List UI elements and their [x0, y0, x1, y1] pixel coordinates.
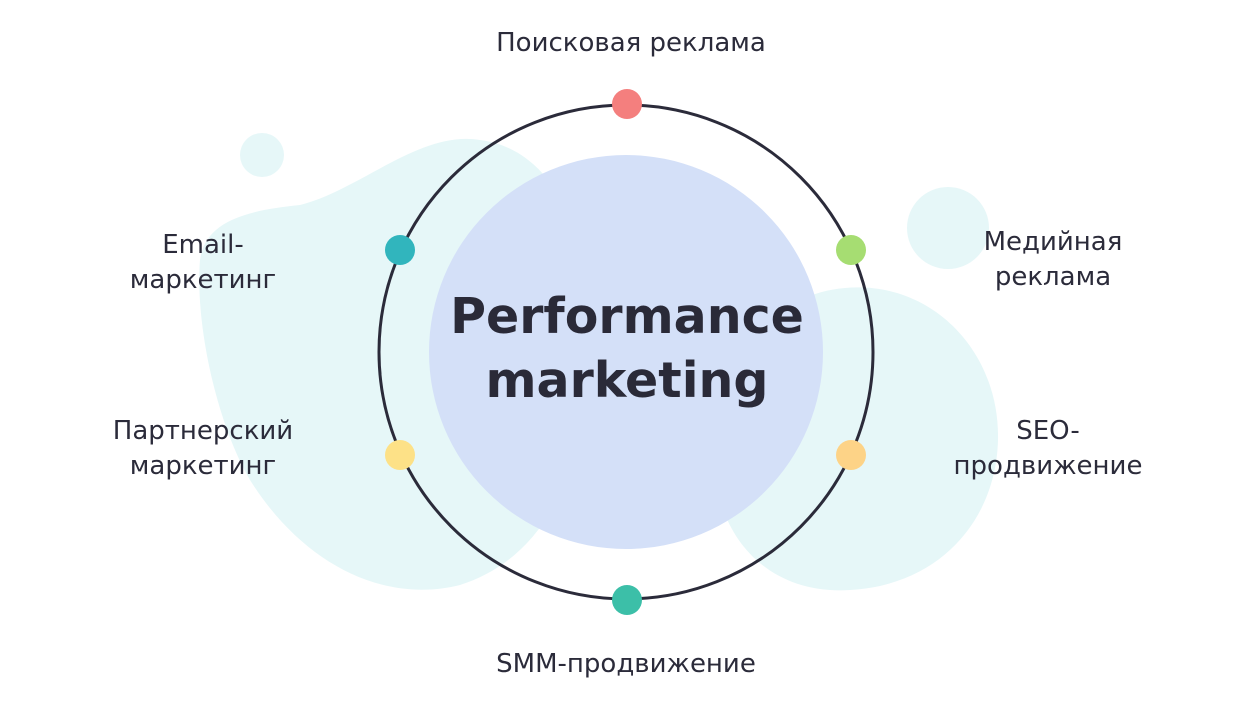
node-media — [836, 235, 866, 265]
background-bubble-right — [907, 187, 989, 269]
center-circle — [429, 155, 823, 549]
label-email: Email- маркетинг — [83, 228, 323, 298]
label-seo-line2: продвижение — [953, 451, 1143, 481]
label-search: Поисковая реклама — [431, 26, 831, 61]
node-seo — [836, 440, 866, 470]
label-search-line1: Поисковая реклама — [496, 28, 766, 58]
label-partner-line1: Партнерский — [112, 416, 294, 446]
label-email-line2: маркетинг — [129, 265, 277, 295]
label-partner-line2: маркетинг — [129, 451, 277, 481]
label-seo-line1: SEO- — [1016, 416, 1080, 446]
label-media-line2: реклама — [994, 262, 1112, 292]
label-seo: SEO- продвижение — [918, 414, 1178, 484]
node-search — [612, 89, 642, 119]
label-media: Медийная реклама — [933, 225, 1173, 295]
label-smm: SMM-продвижение — [426, 647, 826, 682]
center-title-line1: Performance — [450, 288, 804, 345]
label-smm-line1: SMM-продвижение — [496, 649, 756, 679]
background-bubble-left — [240, 133, 284, 177]
label-partner: Партнерский маркетинг — [73, 414, 333, 484]
node-smm — [612, 585, 642, 615]
center-title-line2: marketing — [485, 352, 769, 409]
label-media-line1: Медийная — [983, 227, 1123, 257]
node-email — [385, 235, 415, 265]
label-email-line1: Email- — [162, 230, 244, 260]
node-partner — [385, 440, 415, 470]
center-title: Performance marketing — [427, 285, 827, 413]
